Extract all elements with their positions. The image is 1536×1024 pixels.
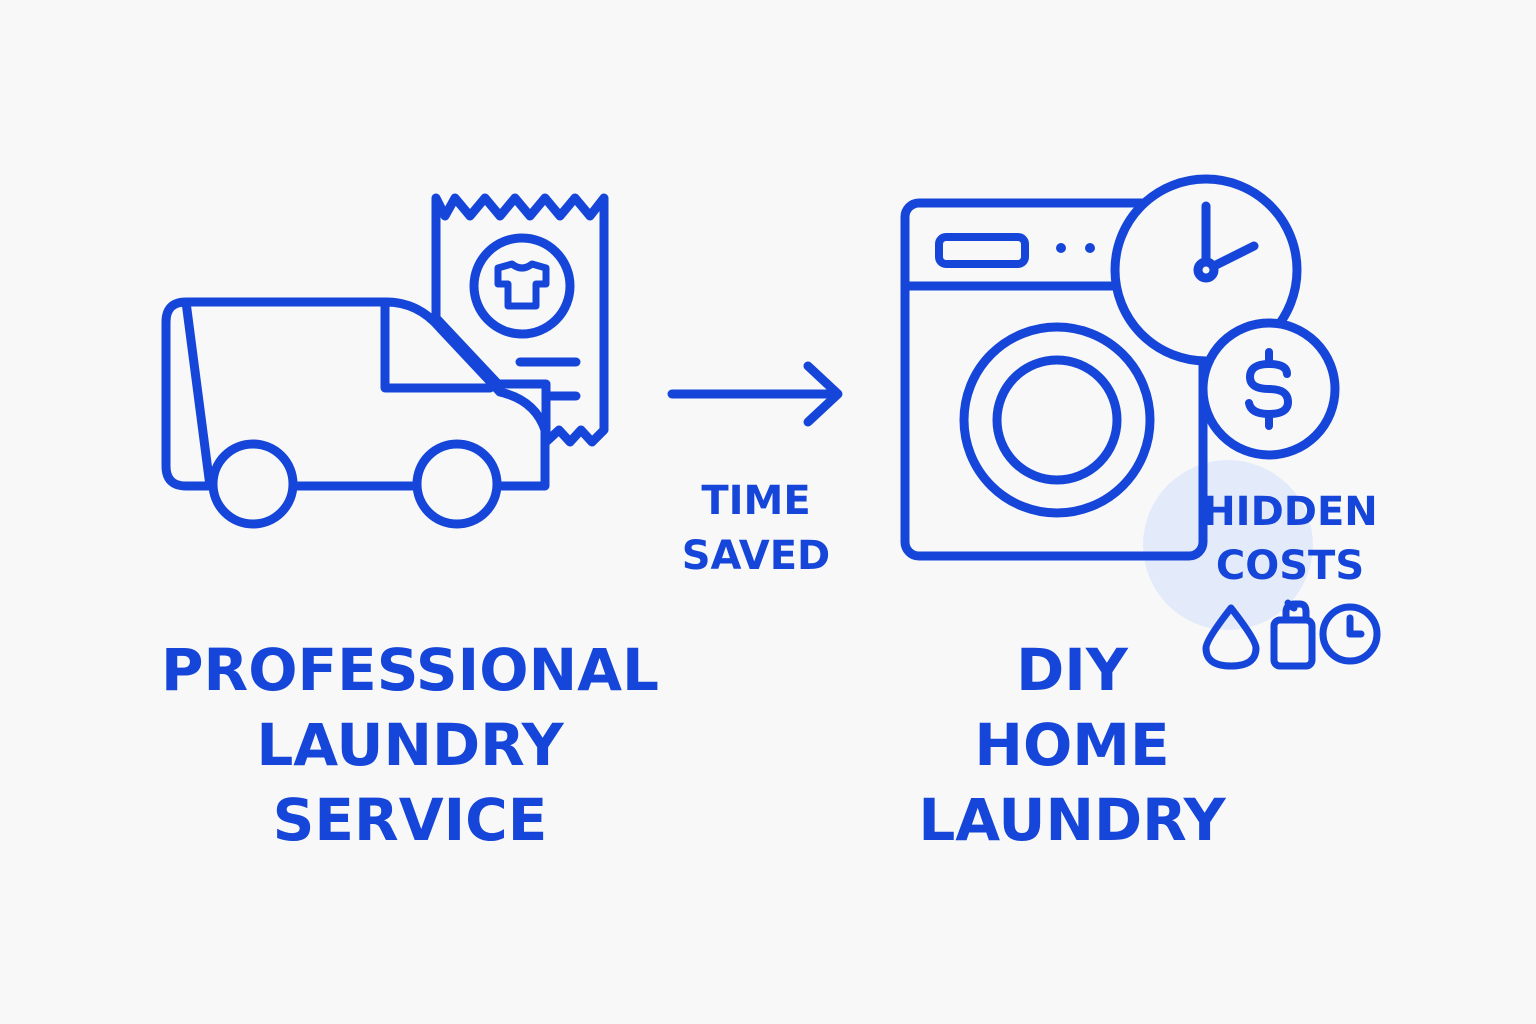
hidden-costs-label-line1: HIDDEN bbox=[1202, 489, 1378, 535]
small-clock-icon bbox=[1319, 603, 1381, 665]
hidden-costs-label-line2: COSTS bbox=[1215, 543, 1365, 589]
clock-icon bbox=[1110, 174, 1302, 366]
arrow-right-icon bbox=[667, 361, 843, 427]
professional-service-title-line2: LAUNDRY bbox=[256, 711, 564, 779]
diy-title-line3: LAUNDRY bbox=[918, 786, 1226, 854]
professional-service-title-line3: SERVICE bbox=[272, 786, 548, 854]
detergent-bottle-icon bbox=[1270, 599, 1316, 670]
hidden-costs-highlight bbox=[1143, 460, 1313, 630]
water-drop-icon bbox=[1202, 604, 1260, 670]
t-shirt-icon bbox=[469, 233, 575, 339]
delivery-van-icon bbox=[161, 297, 550, 529]
time-saved-label-line2: SAVED bbox=[681, 533, 831, 579]
diy-title-line2: HOME bbox=[974, 711, 1170, 779]
diy-title-line1: DIY bbox=[1016, 636, 1128, 704]
time-saved-label-line1: TIME bbox=[701, 478, 811, 524]
professional-service-title-line1: PROFESSIONAL bbox=[161, 636, 659, 704]
dollar-coin-icon bbox=[1198, 318, 1340, 460]
